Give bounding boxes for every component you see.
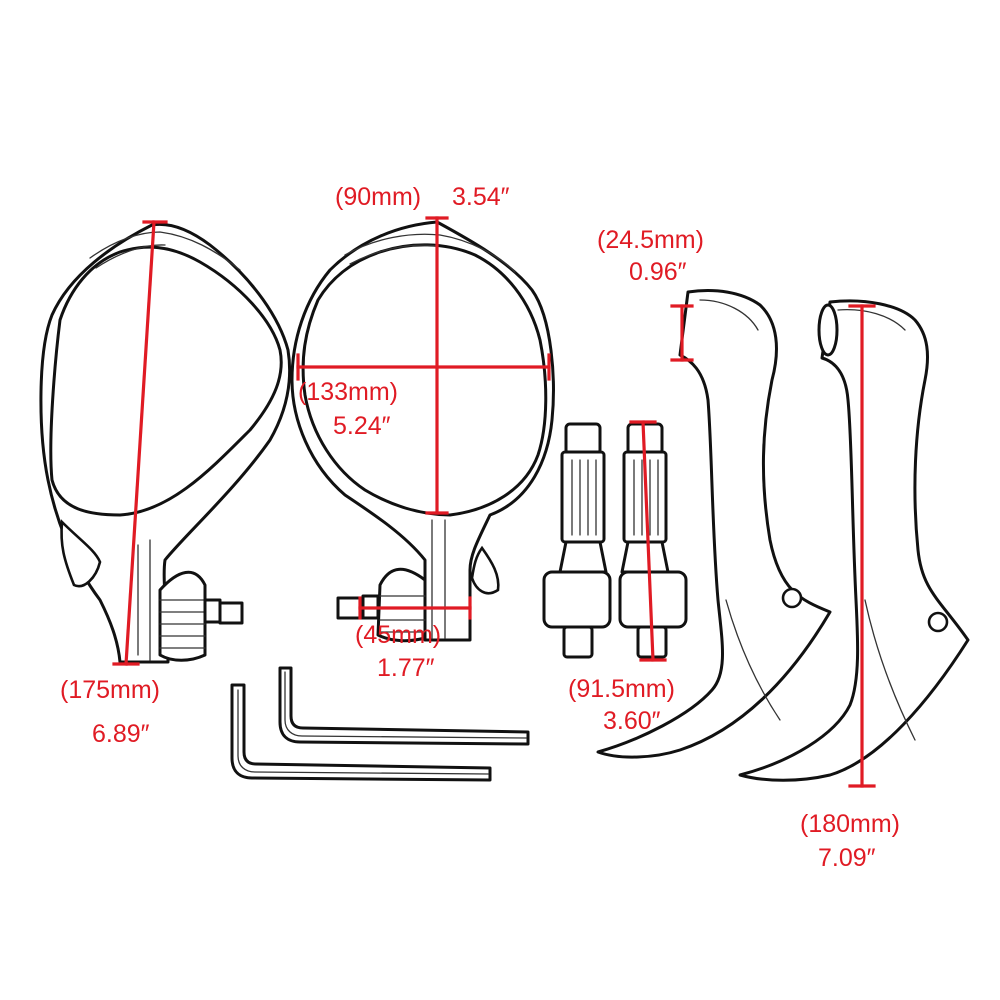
label-lever-tip-in: 0.96″ [629,258,687,286]
adapter-right [618,422,688,659]
left-mirror-thread-boot [158,570,207,662]
label-mirror-top-mm: (90mm) [335,183,421,211]
label-lever-in: 7.09″ [818,844,876,872]
left-mirror [39,222,292,664]
label-mirror-height-in: 6.89″ [92,720,150,748]
label-adapter-in: 3.60″ [603,707,661,735]
label-mirror-top-in: 3.54″ [452,183,510,211]
right-mirror [290,220,555,643]
label-mirror-width-in: 5.24″ [333,412,391,440]
dimension-lines [112,216,876,788]
dim-stem [358,596,472,620]
dim-mirror-height [112,220,168,666]
label-mirror-height-mm: (175mm) [60,676,160,704]
dim-lever [848,304,876,788]
dim-lever-tip [670,304,694,362]
left-mirror-bolt [203,598,244,625]
label-stem-mm: (45mm) [355,621,441,649]
label-stem-in: 1.77″ [377,654,435,682]
lever-guard-left [596,289,832,759]
right-mirror-thread-boot [376,567,427,643]
dim-mirror-width [296,353,551,381]
hex-key-long [230,683,492,782]
adapter-left [542,422,612,659]
dimension-labels: (175mm) 6.89″ (90mm) 3.54″ (133mm) 5.24″… [60,183,900,872]
label-lever-mm: (180mm) [800,810,900,838]
label-adapter-mm: (91.5mm) [568,675,675,703]
hex-key-short [278,666,530,746]
lever-guard-right [738,299,970,782]
label-mirror-width-mm: (133mm) [298,378,398,406]
dim-adapter [629,420,667,662]
label-lever-tip-mm: (24.5mm) [597,226,704,254]
